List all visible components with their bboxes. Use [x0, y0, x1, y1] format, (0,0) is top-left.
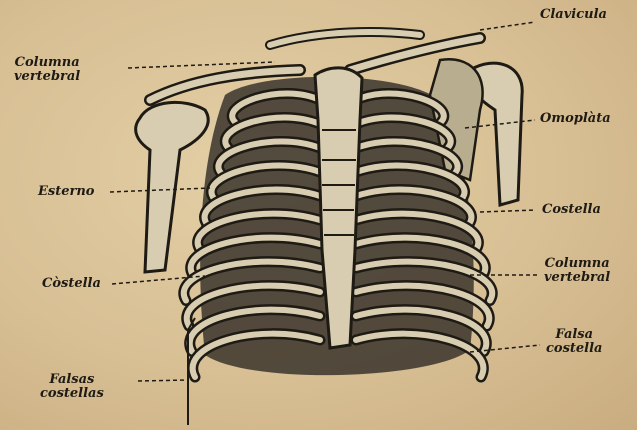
label-columna-vertebral-left: Columna vertebral [14, 56, 80, 84]
label-falsa-line2: costella [546, 342, 602, 356]
label-falsas-line2: costellas [40, 387, 104, 401]
label-columna-left-line1: Columna [14, 56, 80, 70]
label-columna-right-line2: vertebral [544, 271, 610, 285]
label-omoplata: Omoplàta [540, 112, 611, 126]
label-falsas-line1: Falsas [40, 373, 104, 387]
label-columna-left-line2: vertebral [14, 70, 80, 84]
leader-clavicula [480, 22, 535, 30]
leader-costella-right [480, 210, 535, 212]
label-columna-right-line1: Columna [544, 257, 610, 271]
label-columna-vertebral-right: Columna vertebral [544, 257, 610, 285]
leader-columna-left [128, 62, 275, 68]
label-falsa-line1: Falsa [546, 328, 602, 342]
label-falsas-costellas: Falsas costellas [40, 373, 104, 401]
label-costella-left: Còstella [42, 277, 101, 291]
label-clavicula: Clavicula [540, 8, 607, 22]
label-esterno: Esterno [38, 185, 94, 199]
label-costella-right: Costella [542, 203, 601, 217]
label-falsa-costella: Falsa costella [546, 328, 602, 356]
leader-falsas [138, 380, 188, 381]
